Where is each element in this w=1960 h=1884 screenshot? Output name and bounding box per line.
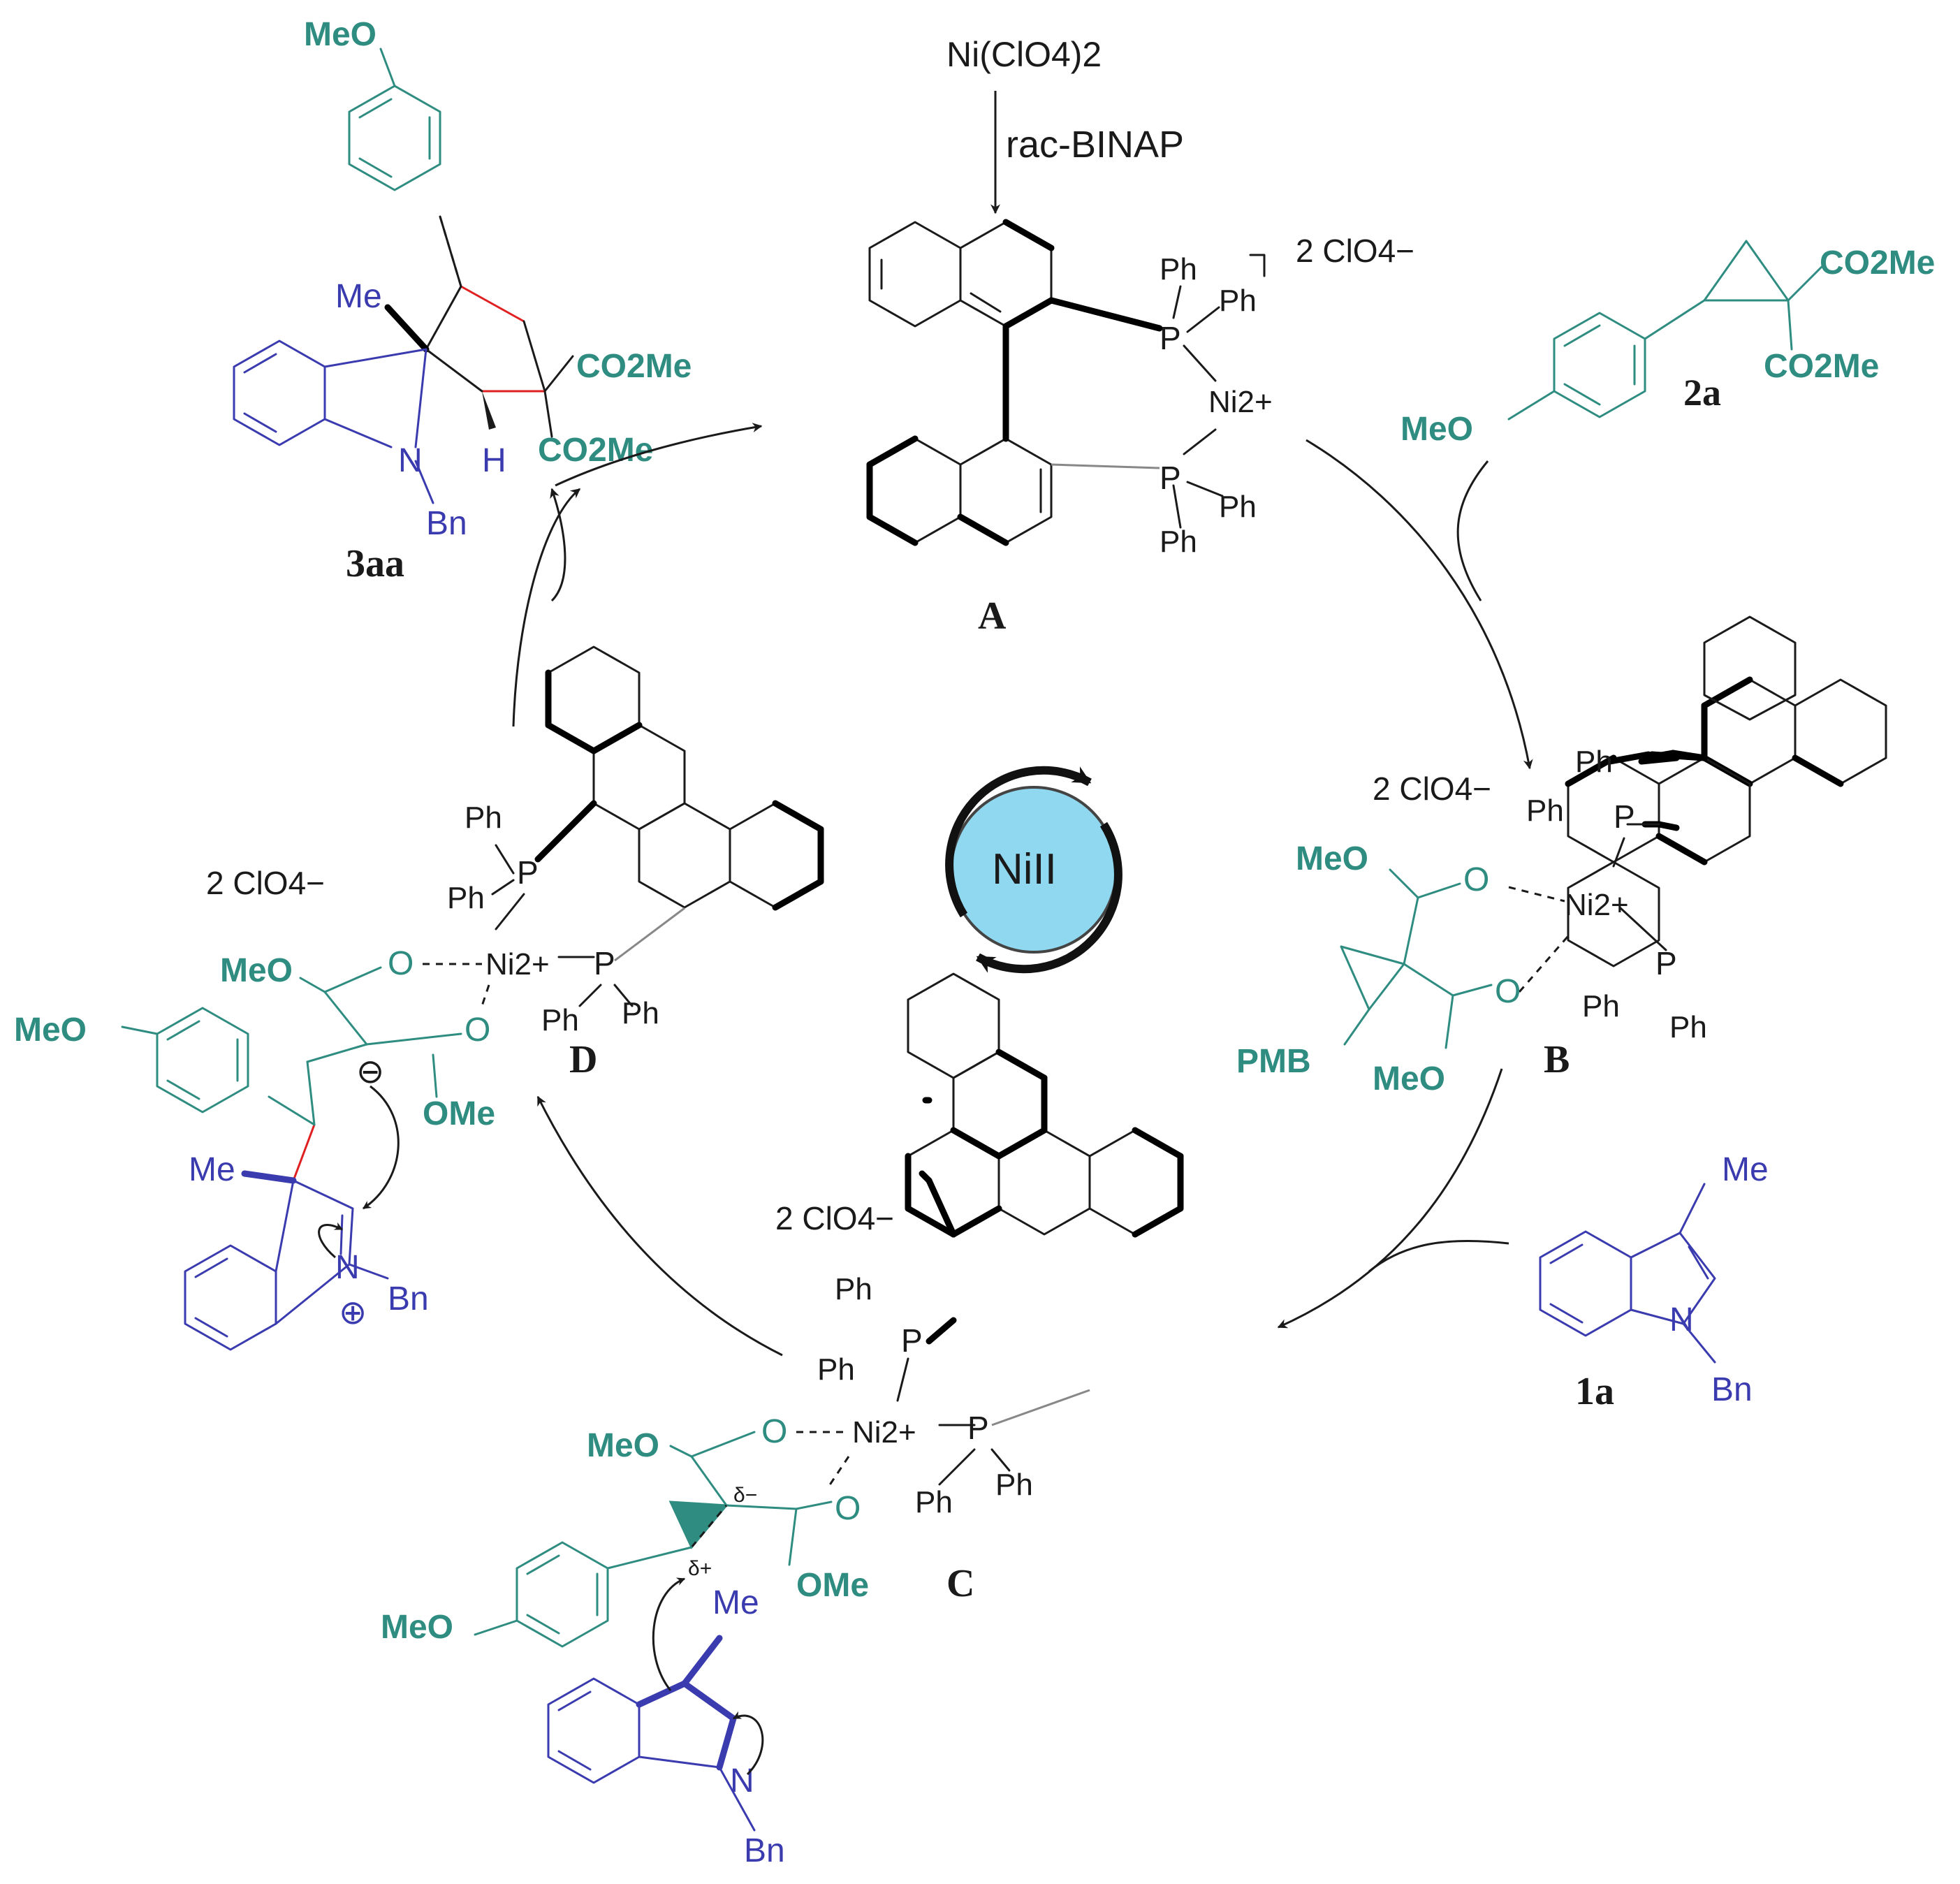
3aa-methyl: Me (335, 278, 382, 315)
d-ph-1: Ph (465, 801, 502, 835)
a-nickel-center: Ni2+ (1208, 385, 1273, 419)
a-ph-2: Ph (1219, 284, 1257, 318)
arrow-1a-incoming (1368, 1239, 1509, 1273)
arrow-to-product (550, 488, 566, 602)
d-ph-3: Ph (541, 1003, 579, 1037)
arrow-d-to-3aa (512, 488, 581, 727)
complex-c: P P Ph Ph Ph Ph Ni2+ 2 ClO4− O O MeO OMe (381, 972, 1184, 1869)
b-ph-1: Ph (1575, 745, 1613, 779)
complex-a: P P Ph Ph Ph Ph Ni2+ 2 ClO4− A (866, 219, 1414, 638)
b-methoxy-top: MeO (1296, 840, 1368, 877)
svg-text:P: P (517, 854, 539, 891)
product-3aa: MeO Me CO2Me CO2Me N H Bn 3aa (233, 16, 692, 585)
d-iminium-cation: ⊕ (339, 1294, 367, 1331)
c-ph-1: Ph (835, 1272, 872, 1306)
c-methoxy-aryl: MeO (381, 1609, 453, 1646)
label-d: D (569, 1038, 597, 1081)
d-counterion: 2 ClO4− (206, 865, 325, 901)
d-nitrogen: N (335, 1249, 360, 1286)
arrow-c-to-d (536, 1095, 783, 1357)
arrow-3aa-to-a (555, 423, 763, 487)
d-ph-2: Ph (447, 881, 485, 915)
c-nitrogen: N (730, 1762, 754, 1799)
b-ph-2: Ph (1526, 794, 1564, 828)
b-carbonyl-o2: O (1495, 973, 1521, 1010)
nickel-oxidation-state: NiII (992, 845, 1057, 893)
cycle-arrows (512, 423, 1533, 1357)
d-nickel-center: Ni2+ (485, 947, 550, 981)
2a-co2me-2: CO2Me (1764, 348, 1879, 385)
d-carbonyl-o1: O (388, 945, 414, 982)
c-delta-plus: δ+ (688, 1557, 712, 1580)
d-methoxy-aryl: MeO (14, 1012, 87, 1049)
precatalyst-addition: Ni(ClO4)2 rac-BINAP (946, 35, 1184, 214)
c-ph-2: Ph (817, 1352, 855, 1387)
3aa-hydrogen: H (482, 442, 506, 479)
d-benzyl: Bn (388, 1280, 429, 1317)
c-methoxy-ester: MeO (587, 1427, 659, 1464)
reagent-1a: Me N Bn 1a (1539, 1151, 1769, 1413)
label-c: C (946, 1562, 974, 1605)
1a-methyl: Me (1722, 1151, 1769, 1188)
a-ph-4: Ph (1160, 525, 1197, 559)
c-methyl: Me (712, 1584, 759, 1621)
b-carbonyl-o1: O (1463, 861, 1489, 898)
c-ph-3: Ph (915, 1485, 953, 1519)
b-nickel-center: Ni2+ (1565, 888, 1629, 922)
arrow-a-to-b (1306, 439, 1533, 770)
d-methoxy-ester: MeO (220, 952, 293, 989)
c-carbonyl-o2: O (835, 1490, 861, 1527)
c-counterion: 2 ClO4− (775, 1200, 894, 1236)
c-benzyl: Bn (744, 1832, 785, 1869)
svg-text:P: P (967, 1410, 989, 1446)
2a-methoxy: MeO (1400, 411, 1473, 448)
svg-text:P: P (1655, 945, 1677, 981)
arrow-b-to-c (1277, 1068, 1503, 1329)
reagent-2a: CO2Me CO2Me MeO 2a (1400, 240, 1935, 448)
complex-b: P P Ph Ph Ph Ph Ni2+ 2 ClO4− O O MeO PMB… (1236, 615, 1887, 1097)
3aa-co2me-2: CO2Me (538, 432, 653, 469)
a-ph-3: Ph (1219, 490, 1257, 524)
label-2a: 2a (1683, 372, 1721, 414)
svg-text:P: P (1160, 320, 1181, 356)
svg-text:P: P (594, 945, 615, 981)
3aa-methoxy: MeO (304, 16, 376, 53)
d-carbonyl-o2: O (465, 1012, 490, 1049)
b-counterion: 2 ClO4− (1373, 771, 1491, 807)
2a-co2me-1: CO2Me (1820, 244, 1935, 282)
c-nickel-center: Ni2+ (852, 1415, 916, 1449)
c-carbonyl-o1: O (761, 1413, 787, 1450)
svg-text:P: P (901, 1322, 923, 1359)
svg-text:P: P (1160, 460, 1181, 496)
c-ome: OMe (796, 1567, 869, 1604)
a-ph-1: Ph (1160, 252, 1197, 286)
a-counterion: 2 ClO4− (1296, 233, 1414, 269)
label-1a: 1a (1575, 1370, 1614, 1413)
b-pmb: PMB (1236, 1043, 1311, 1080)
d-methyl: Me (189, 1151, 235, 1188)
c-delta-minus: δ− (733, 1484, 757, 1507)
1a-nitrogen: N (1669, 1301, 1694, 1338)
nickel-cycle-badge: NiII (945, 766, 1122, 974)
label-b: B (1544, 1038, 1570, 1081)
label-3aa: 3aa (346, 542, 404, 585)
d-enolate-anion: ⊖ (356, 1053, 384, 1090)
3aa-benzyl: Bn (426, 505, 467, 542)
svg-text:P: P (1614, 798, 1635, 835)
complex-d: P P Ph Ph Ph Ph Ni2+ 2 ClO4− O O MeO OMe… (14, 645, 824, 1351)
label-a: A (978, 594, 1007, 638)
3aa-co2me-1: CO2Me (576, 348, 692, 385)
nickel-perchlorate-label: Ni(ClO4)2 (946, 35, 1102, 74)
b-methoxy-bottom: MeO (1373, 1060, 1445, 1097)
arrow-2a-incoming (1456, 460, 1489, 601)
binap-reagent-label: rac-BINAP (1006, 124, 1184, 166)
c-ph-4: Ph (995, 1468, 1033, 1502)
b-ph-3: Ph (1582, 989, 1620, 1023)
d-ph-4: Ph (622, 996, 659, 1030)
d-ome: OMe (423, 1095, 495, 1132)
3aa-nitrogen: N (398, 442, 423, 479)
b-ph-4: Ph (1669, 1010, 1707, 1044)
1a-benzyl: Bn (1711, 1371, 1753, 1408)
